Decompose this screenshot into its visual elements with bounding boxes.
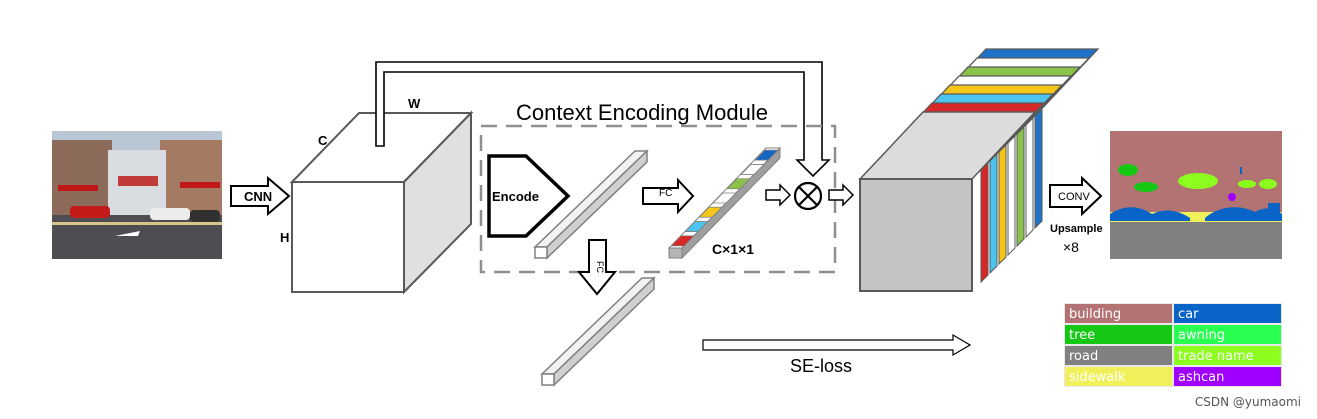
- cnn-arrow: CNN: [230, 175, 291, 217]
- dim-h-label: H: [280, 230, 289, 245]
- vector-cell: [698, 206, 723, 218]
- feature-slice-side: [989, 152, 998, 275]
- watermark: CSDN @yumaomi: [1194, 395, 1301, 409]
- feature-slice-side: [980, 161, 989, 284]
- conv-label: CONV: [1058, 191, 1090, 203]
- cnn-label: CNN: [244, 189, 272, 204]
- feature-slice-side: [1025, 116, 1034, 239]
- multiply-operator: [793, 181, 823, 211]
- vector-cell: [670, 235, 695, 247]
- vector-cell: [726, 178, 751, 190]
- arrow-out-multiply: [828, 183, 855, 207]
- vector-cell: [712, 192, 737, 204]
- fc-label-top: FC: [659, 188, 672, 199]
- fc-label-down: FC: [595, 261, 605, 273]
- legend-item: car: [1173, 303, 1282, 324]
- dim-c-label: C: [318, 133, 328, 148]
- vector-cell: [684, 221, 709, 232]
- feature-slice-side: [1016, 125, 1025, 248]
- fc-arrow-down: FC: [576, 239, 618, 296]
- legend-item: sidewalk: [1064, 366, 1173, 387]
- se-loss-label: SE-loss: [790, 356, 852, 376]
- feature-slice-side: [998, 143, 1007, 266]
- legend-item: ashcan: [1173, 366, 1282, 387]
- legend-item: building: [1064, 303, 1173, 324]
- conv-upsample-arrow: CONV: [1049, 175, 1103, 217]
- vector-cell: [754, 149, 779, 161]
- stack-front-face: [859, 178, 973, 292]
- module-title: Context Encoding Module: [516, 100, 768, 125]
- skip-connection-arrow: [375, 61, 831, 178]
- se-loss-arrow: [702, 333, 972, 357]
- arrow-into-multiply: [765, 183, 792, 207]
- feature-slice-side: [1007, 134, 1016, 257]
- fc-arrow-right: FC: [642, 177, 695, 215]
- legend-item: tree: [1064, 324, 1173, 345]
- encode-block: Encode: [487, 154, 571, 238]
- legend-item: road: [1064, 345, 1173, 366]
- vector-size-label: C×1×1: [712, 241, 754, 257]
- weighted-feature-stack: [858, 48, 1100, 292]
- upsample-factor-label: ×8: [1063, 239, 1079, 255]
- channel-weight-vector: [667, 146, 782, 260]
- se-branch-vector: [540, 276, 656, 387]
- encoded-vector: [533, 149, 649, 260]
- segmentation-output: [1110, 131, 1282, 259]
- encode-label: Encode: [492, 189, 539, 204]
- input-image: [52, 131, 222, 259]
- upsample-label: Upsample: [1050, 223, 1103, 235]
- vector-cell: [740, 164, 765, 175]
- legend-item: trade name: [1173, 345, 1282, 366]
- legend-item: awning: [1173, 324, 1282, 345]
- dim-w-label: W: [408, 96, 421, 111]
- feature-cube: [289, 110, 474, 295]
- feature-slice-side: [1034, 107, 1043, 230]
